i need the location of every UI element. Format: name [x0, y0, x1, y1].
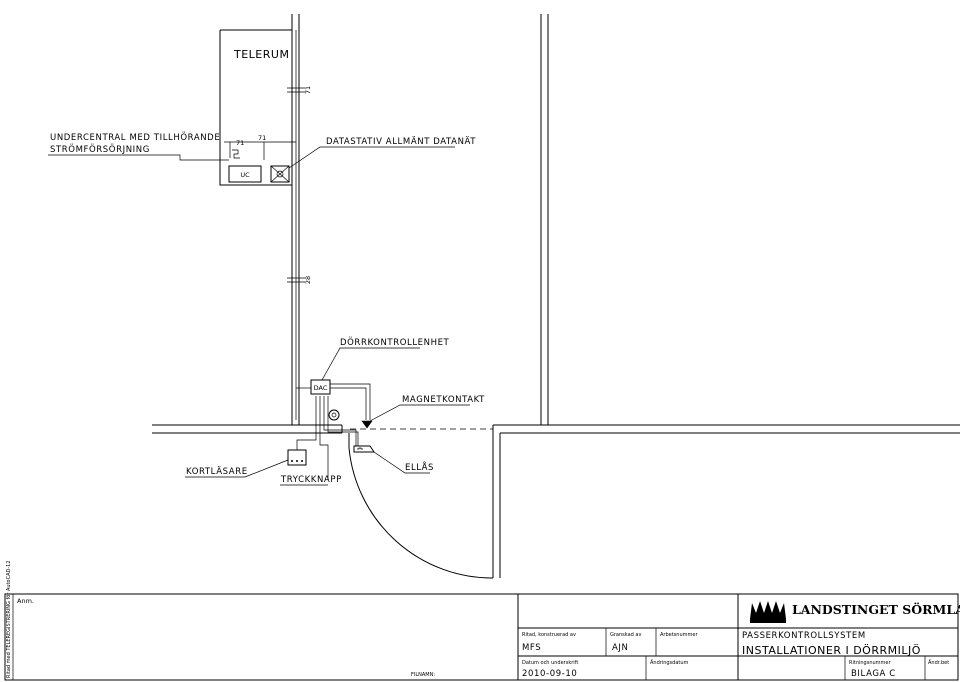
magnetkontakt-label: MAGNETKONTAKT [402, 395, 485, 405]
logo-text: LANDSTINGET SÖRMLAND [792, 601, 960, 617]
kortlasare-dot-1 [291, 460, 293, 462]
leader-dorrkontroll [321, 347, 420, 381]
side-text: Ritad med TELEREGISTRERING för AutoCAD-1… [6, 560, 12, 678]
datum-label: Datum och underskrift [522, 660, 578, 666]
ritningsnummer-value: BILAGA C [851, 669, 896, 679]
undercentral-label-line1: UNDERCENTRAL MED TILLHÖRANDE [50, 132, 220, 143]
kortlasare-dot-3 [301, 460, 303, 462]
uc-power-symbol-icon [232, 149, 240, 159]
filnamn-label: FILNAMN: [411, 672, 435, 678]
andringsdatum-label: Ändringsdatum [650, 659, 689, 666]
cable-to-kortlasare [296, 396, 317, 450]
cable-marks: 71 71 71 28 [236, 86, 312, 284]
datastativ-x2 [270, 165, 290, 183]
undercentral-label-line2: STRÖMFÖRSÖRJNING [50, 144, 150, 155]
granskad-label: Granskad av [610, 632, 641, 638]
datum-value: 2010-09-10 [522, 669, 577, 679]
leader-ellas [373, 451, 430, 474]
title-block: Ritad med TELEREGISTRERING för AutoCAD-1… [4, 560, 960, 681]
cable-dac-right [330, 387, 367, 420]
ritad-value: MFS [522, 643, 541, 653]
cable-to-tryckknapp [319, 396, 329, 480]
cable-to-ellas-b [327, 396, 359, 446]
datastativ-box [270, 165, 290, 183]
cable-mark-71-mid: 71 [258, 134, 266, 142]
ritad-label: Ritad, konstruerad av [522, 632, 576, 638]
door-swing-arc [348, 447, 494, 579]
dorrkontrollenhet-label: DÖRRKONTROLLENHET [340, 337, 450, 348]
cable-mark-71-top: 71 [304, 86, 312, 94]
leaders [48, 146, 470, 486]
leader-magnetkontakt [369, 404, 470, 422]
leader-undercentral [48, 154, 229, 161]
telerum-label: TELERUM [233, 48, 289, 61]
crown-logo-base [750, 619, 786, 623]
leader-kortlasare [185, 459, 289, 478]
uc-box [228, 165, 262, 183]
magnetkontakt-icon [361, 420, 373, 429]
cable-mark-71-uc: 71 [236, 139, 244, 147]
landstinget-logo [750, 601, 786, 623]
dac-label: DAC [314, 384, 328, 392]
cable-dac-right-b [330, 383, 371, 420]
anm-label: Anm. [17, 597, 34, 605]
uc-label: UC [240, 171, 250, 179]
kortlasare-label: KORTLÄSARE [186, 466, 248, 477]
datastativ-label: DATASTATIV ALLMÄNT DATANÄT [326, 136, 476, 147]
arbetsnummer-label: Arbetsnummer [660, 632, 698, 638]
cable-to-ellas [323, 396, 357, 446]
andr-label: Ändr.bet [928, 659, 949, 666]
tryckknapp-icon [328, 409, 340, 421]
cable-mark-28: 28 [304, 276, 312, 284]
ellas-label: ELLÅS [405, 461, 434, 473]
leader-datastativ [288, 146, 455, 169]
kortlasare-dot-2 [296, 460, 298, 462]
telerum-wall-left [219, 30, 292, 186]
ellas-icon-detail [357, 447, 363, 450]
project-line1: PASSERKONTROLLSYSTEM [742, 631, 866, 641]
devices: UC DAC [228, 149, 375, 466]
project-line2: INSTALLATIONER I DÖRRMILJÖ [742, 644, 921, 657]
datastativ-circle [276, 170, 284, 178]
title-block-frame [4, 593, 959, 681]
labels: TELERUM UNDERCENTRAL MED TILLHÖRANDE STR… [50, 48, 485, 485]
kortlasare-box [287, 449, 307, 466]
tryckknapp-icon-inner [331, 412, 337, 418]
ritningsnummer-label: Ritningsnummer [849, 660, 891, 666]
granskad-value: AJN [612, 643, 628, 653]
walls [152, 14, 960, 579]
cables [224, 30, 371, 480]
crown-logo-icon [750, 601, 786, 619]
tryckknapp-label: TRYCKKNAPP [280, 475, 342, 485]
dac-box [310, 379, 331, 395]
